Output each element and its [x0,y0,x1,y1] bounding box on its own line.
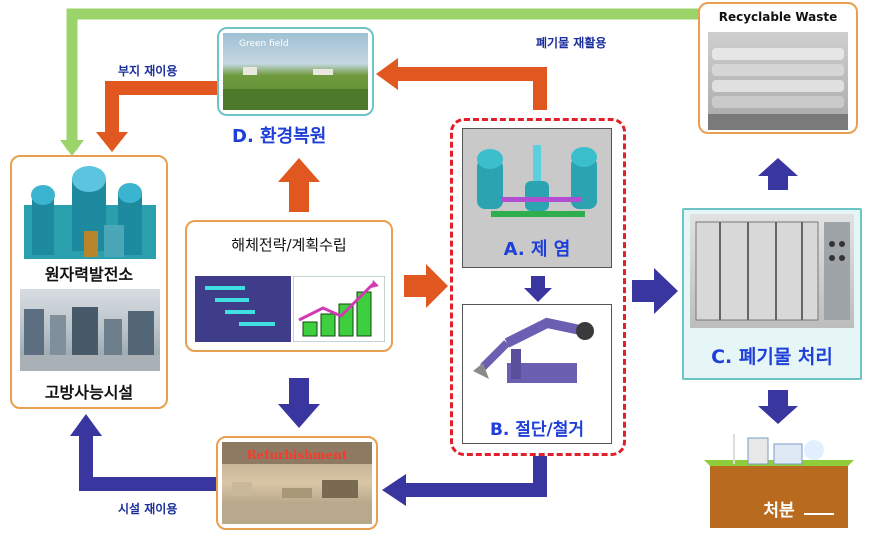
decon-equipment-icon [477,145,597,217]
plan-to-refurb-arrow [278,378,320,428]
disposal-title: 처분 [763,501,795,521]
cut-title: B. 절단/철거 [489,420,585,440]
plant-title: 원자력발전소 [44,265,134,284]
recyclable-waste-box: Recyclable Waste [698,2,858,134]
cut-box: B. 절단/철거 [462,304,612,444]
plan-box: 해체전략/계획수립 [185,220,393,352]
green-field-box: Green field [217,27,374,116]
decon-title: A. 제 염 [503,239,571,260]
gantt-chart-icon [195,276,291,342]
waste-treatment-box: C. 폐기물 처리 [682,208,862,380]
nuclear-plant-box: 원자력발전소 고방사능시설 [10,155,168,409]
green-field-photo: Green field [223,33,368,110]
waste-to-disposal-arrow [758,390,798,424]
decon-to-waste-arrow [632,268,678,314]
disposal-icon [704,434,854,528]
green-field-label: Green field [239,39,289,49]
growth-chart-icon [293,276,385,342]
recyclable-waste-photo [708,32,848,130]
site-reuse-label: 부지 재이용 [118,64,178,78]
waste-recycle-label: 폐기물 재활용 [536,36,607,50]
hot-facility-title: 고방사능시설 [44,383,134,402]
refurbishment-box: Refurbishment [216,436,378,530]
robot-arm-icon [473,317,594,383]
facility-reuse-label: 시설 재이용 [118,502,178,516]
refurbishment-label: Refurbishment [246,448,348,462]
plan-title: 해체전략/계획수립 [231,236,347,254]
decon-box: A. 제 염 [462,128,612,268]
nuclear-plant-icon [24,166,156,259]
plan-to-restore-arrow [278,158,320,212]
decommissioning-group [450,118,626,456]
decon-to-cut-arrow [524,276,552,302]
plan-to-decon-arrow [404,264,448,308]
restore-title: D. 환경복원 [232,126,327,147]
waste-treatment-title: C. 폐기물 처리 [711,346,833,368]
waste-to-recyclable-arrow [758,158,798,190]
waste-treatment-photo [690,214,854,328]
recyclable-waste-title: Recyclable Waste [718,10,838,24]
hot-facility-photo [20,289,160,371]
refurbishment-photo: Refurbishment [222,442,372,524]
